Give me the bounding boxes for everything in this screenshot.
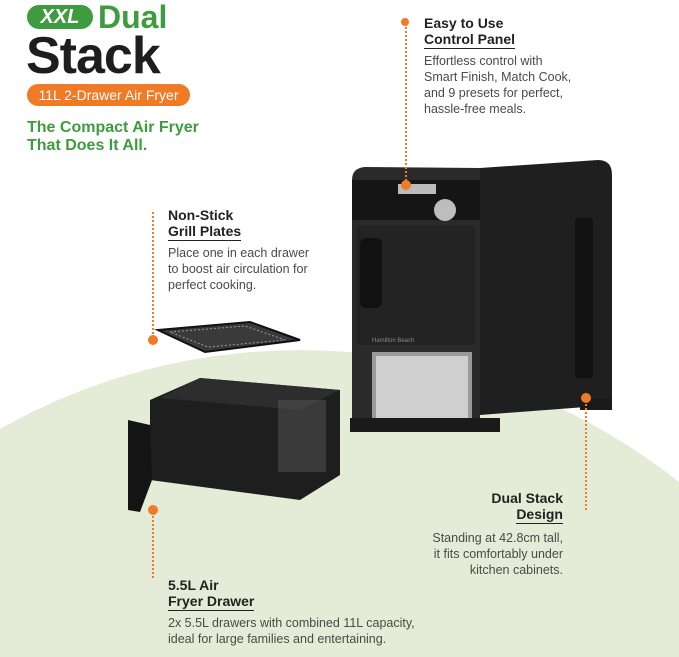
callout-line (152, 512, 154, 578)
air-fryer-unit: Hamilton Beach (350, 160, 612, 432)
callout-dot (581, 393, 591, 403)
callout-line (405, 24, 407, 188)
callout-dot (401, 18, 409, 26)
callout-dot (401, 180, 411, 190)
subtitle-pill: 11L 2-Drawer Air Fryer (27, 84, 190, 106)
callout-dot (148, 505, 158, 515)
side-vent (575, 218, 593, 378)
display-screen (398, 184, 436, 194)
drawer-desc: 2x 5.5L drawers with combined 11L capaci… (168, 616, 415, 646)
logo-line2: Stack (26, 27, 161, 85)
brand-label: Hamilton Beach (372, 338, 414, 344)
callout-line (585, 400, 587, 510)
control-dial (434, 199, 456, 221)
callout-dot (148, 335, 158, 345)
drawer-handle (128, 420, 152, 512)
tagline: The Compact Air Fryer That Does It All. (27, 119, 199, 155)
callout-line (152, 212, 154, 338)
grill-plate (154, 320, 301, 354)
tagline-line: That Does It All. (27, 137, 148, 154)
dual-stack-desc: Standing at 42.8cm tall,it fits comforta… (432, 531, 563, 577)
logo-line1: Dual (98, 0, 168, 35)
fryer-drawer (128, 378, 340, 512)
drawer-handle (360, 238, 382, 308)
upper-drawer (357, 225, 475, 345)
tagline-line: The Compact Air Fryer (27, 119, 199, 136)
logo-badge: XXL (27, 5, 93, 29)
